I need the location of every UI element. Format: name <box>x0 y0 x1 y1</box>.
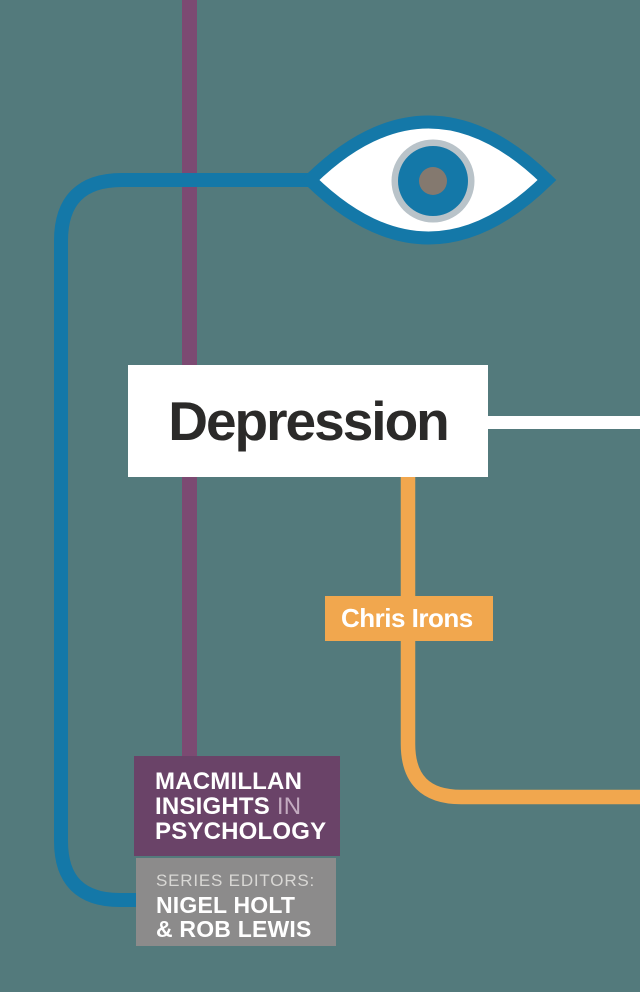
series-line-1: MACMILLAN <box>155 768 303 795</box>
series-line-3: PSYCHOLOGY <box>155 818 327 845</box>
book-title: Depression <box>168 389 450 452</box>
editor-name-2: & ROB LEWIS <box>156 916 312 942</box>
orange-circuit-line <box>400 470 640 805</box>
editor-name-1: NIGEL HOLT <box>156 892 296 918</box>
blue-circuit-line <box>54 173 326 907</box>
eye-icon <box>300 115 557 245</box>
series-line-2-light: IN <box>276 793 302 820</box>
white-connector-line <box>486 416 640 429</box>
series-line-2: INSIGHTS IN <box>155 794 340 819</box>
series-box: MACMILLAN INSIGHTS IN PSYCHOLOGY <box>134 756 340 856</box>
editors-label: SERIES EDITORS: <box>156 871 316 890</box>
editors-box: SERIES EDITORS: NIGEL HOLT & ROB LEWIS <box>136 858 336 946</box>
title-box: Depression <box>128 365 488 477</box>
eye-pupil <box>419 167 447 195</box>
series-line-2-strong: INSIGHTS <box>155 793 270 820</box>
author-name: Chris Irons <box>341 603 473 633</box>
author-box: Chris Irons <box>325 596 493 641</box>
